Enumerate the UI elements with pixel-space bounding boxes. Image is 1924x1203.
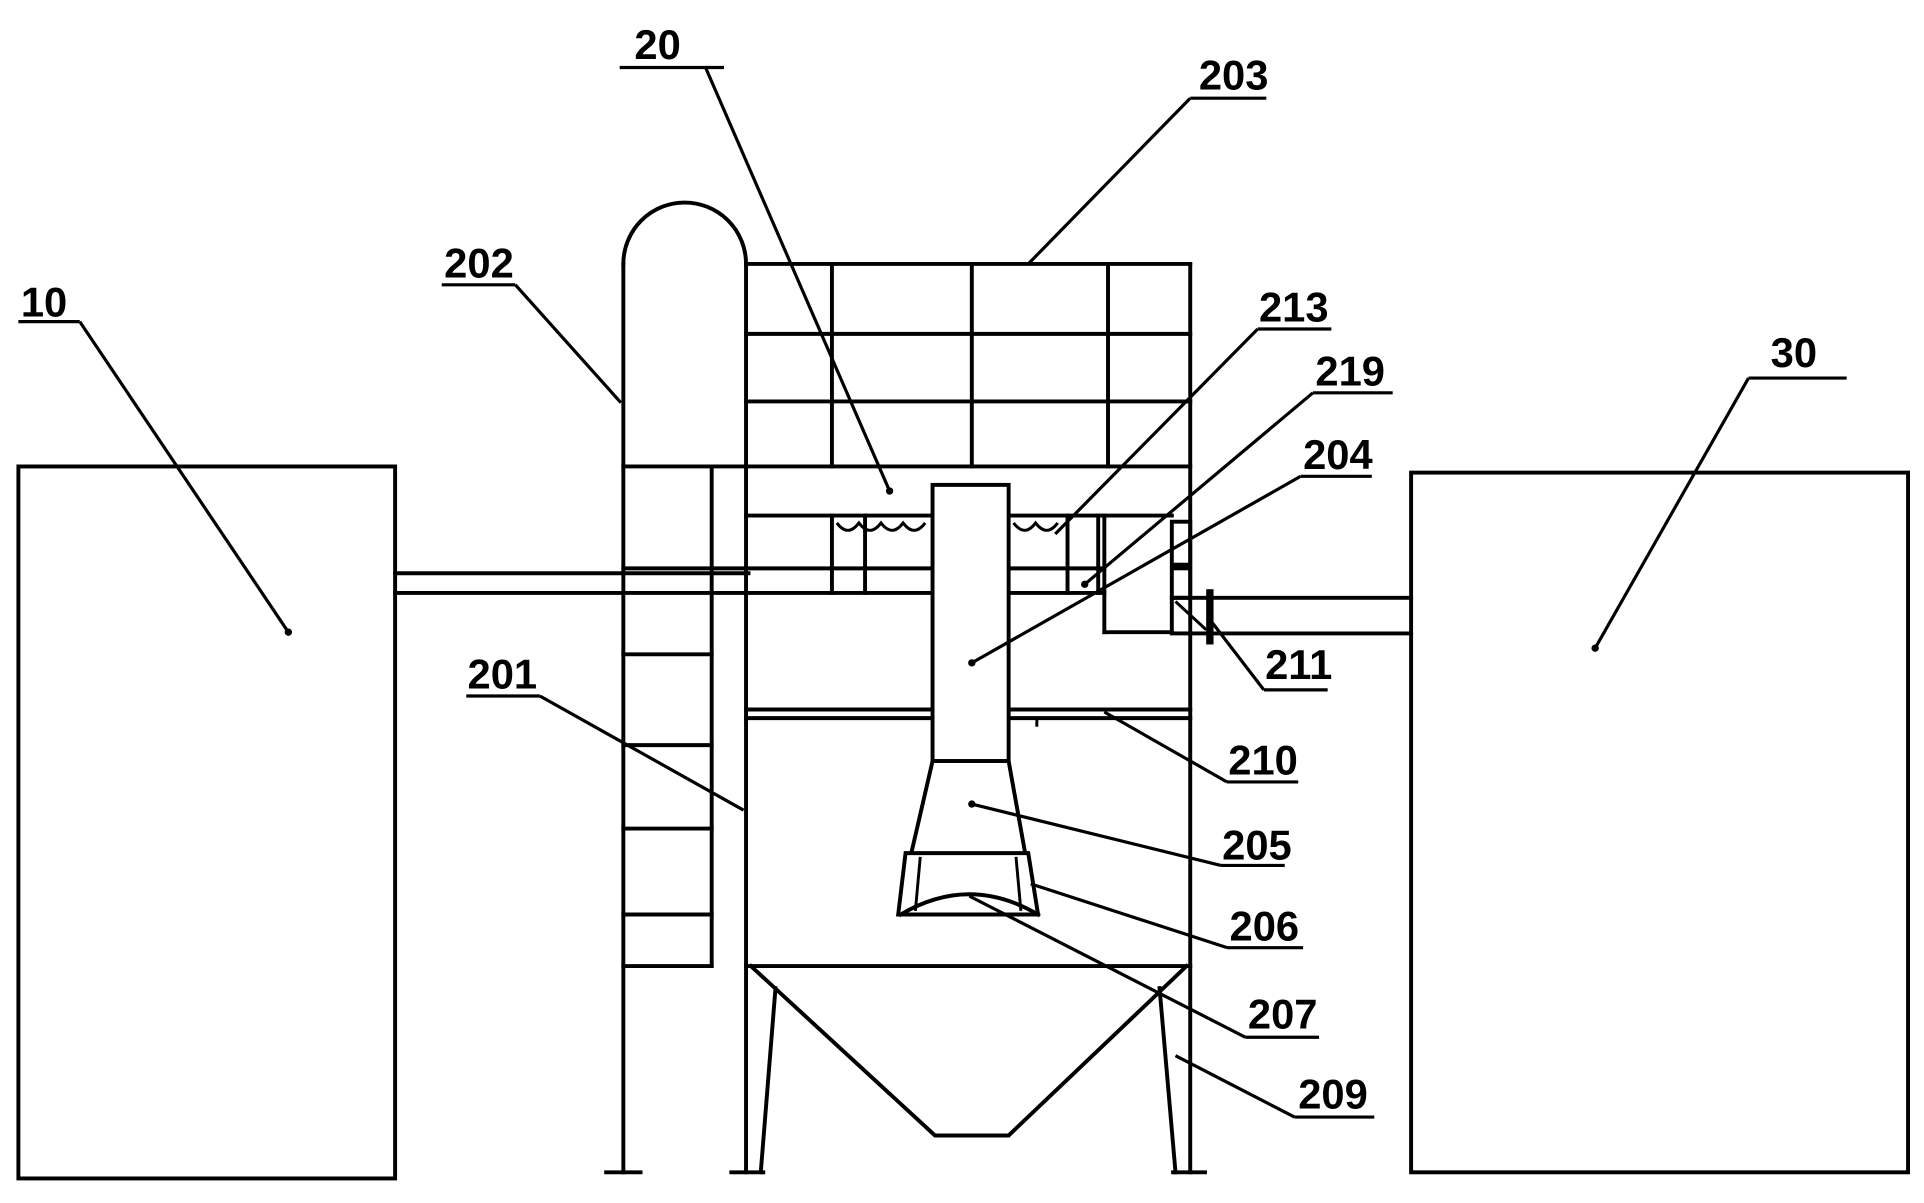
leader-211 [1209, 620, 1328, 692]
label-206: 206 [1229, 902, 1299, 949]
label-213: 213 [1259, 284, 1329, 331]
leader-219 [1081, 391, 1393, 588]
label-201: 201 [468, 651, 538, 698]
flare-205 [907, 759, 1029, 859]
cone-207 [897, 892, 1041, 918]
leader-213 [1054, 327, 1332, 536]
column-202 [604, 200, 749, 1175]
top-grid-203 [744, 261, 1193, 469]
leader-205 [968, 800, 1285, 868]
leader-10 [18, 320, 293, 636]
leader-20 [619, 65, 894, 495]
label-211: 211 [1265, 641, 1332, 688]
label-205: 205 [1222, 821, 1292, 868]
box-10 [16, 464, 398, 1181]
label-209: 209 [1298, 1070, 1368, 1117]
bag-section-213 [744, 513, 1174, 595]
leader-210 [1103, 710, 1299, 784]
label-210: 210 [1228, 737, 1298, 784]
leader-202 [441, 283, 623, 404]
leader-203 [1027, 96, 1267, 266]
outlet-chamber [1102, 513, 1193, 635]
label-202: 202 [444, 239, 514, 286]
box-30 [1409, 470, 1911, 1175]
leader-209 [1174, 1054, 1375, 1119]
outlet-pipe [1209, 595, 1414, 636]
label-204: 204 [1303, 431, 1373, 478]
hopper [744, 963, 1193, 1138]
label-219: 219 [1315, 347, 1385, 394]
leader-204 [968, 474, 1372, 667]
label-10: 10 [21, 279, 67, 326]
leader-207 [968, 894, 1320, 1039]
label-207: 207 [1248, 991, 1318, 1038]
label-20: 20 [634, 21, 680, 68]
leader-30 [1591, 376, 1847, 652]
valve-211 [1169, 589, 1214, 645]
central-pipe-204 [930, 482, 1011, 764]
label-203: 203 [1199, 52, 1269, 99]
leader-201 [466, 694, 745, 812]
legs-209 [758, 986, 1178, 1175]
label-30: 30 [1771, 329, 1817, 376]
inlet-pipe [393, 571, 751, 595]
leader-206 [1030, 882, 1304, 950]
